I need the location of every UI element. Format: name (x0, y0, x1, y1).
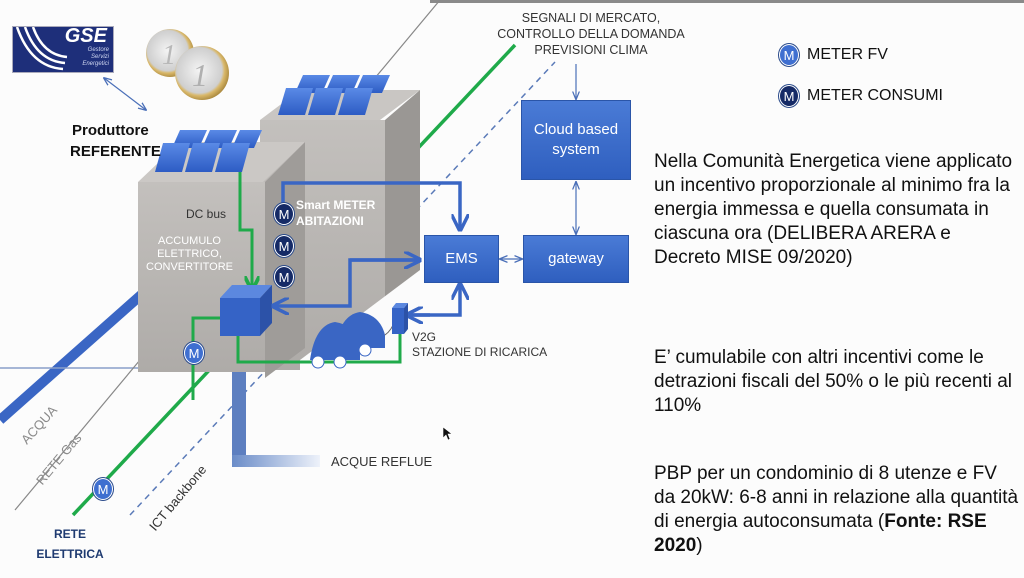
dc-bus-label: DC bus (186, 207, 227, 221)
segnali-mercato-label: SEGNALI DI MERCATO, CONTROLLO DELLA DOMA… (497, 11, 685, 57)
accumulo-label: ACCUMULO ELETTRICO, CONVERTITORE (146, 235, 233, 273)
legend-meter-consumi-label: METER CONSUMI (807, 87, 943, 104)
euro-coins-image: 1 1 (146, 29, 229, 100)
fonte-bold: Fonte: RSE 2020 (654, 511, 987, 556)
gse-produttore-arrow (104, 78, 146, 110)
mouse-cursor-icon (443, 427, 453, 441)
legend-meter-fv: M METER FV (779, 44, 888, 66)
svg-text:1: 1 (162, 40, 176, 71)
acque-reflue-label: ACQUE REFLUE (331, 454, 433, 469)
produttore-referente-label: Produttore REFERENTE (70, 122, 161, 160)
gse-logo-text: GSE (64, 26, 107, 47)
paragraph-pbp: PBP per un condominio di 8 utenze e FV d… (654, 463, 1019, 556)
meter-consumi-3: M (274, 266, 294, 288)
svg-text:1: 1 (192, 57, 208, 93)
legend-meter-fv-label: METER FV (807, 46, 888, 63)
solar-panels-front (155, 130, 262, 172)
v2g-label: V2G STAZIONE DI RICARICA (412, 330, 548, 359)
meter-consumi-2: M (274, 235, 294, 257)
gateway-box: gateway (523, 235, 629, 283)
rete-elettrica-label: RETE ELETTRICA (36, 527, 104, 561)
smart-meter-label: Smart METER ABITAZIONI (296, 198, 376, 228)
meter-fv-building: M (184, 342, 204, 364)
meters-to-ems-line (281, 181, 460, 228)
inverter-cube (220, 285, 272, 336)
acque-reflue-pipe (232, 372, 320, 467)
ems-box: EMS (424, 235, 499, 283)
gse-logo-subtitle: Gestore Servizi Energetici (82, 47, 109, 67)
paragraph-incentivo: Nella Comunità Energetica viene applicat… (654, 151, 1013, 268)
dc-bus-line (238, 172, 252, 288)
v2g-charging-station (392, 303, 408, 334)
solar-panels-back (278, 75, 390, 115)
inverter-green-loop (191, 316, 220, 400)
electric-cars (310, 312, 396, 369)
top-border-gap (0, 0, 430, 3)
gse-logo: GSE Gestore Servizi Energetici (12, 26, 114, 73)
meter-fv-legend-icon: M (779, 44, 799, 66)
cloud-based-system-box: Cloud based system (521, 100, 631, 180)
acqua-pipe (0, 276, 162, 424)
meter-fv-grid: M (93, 478, 113, 500)
legend-meter-consumi: M METER CONSUMI (779, 85, 943, 107)
meter-consumi-legend-icon: M (779, 85, 799, 107)
gse-logo-mark (15, 27, 68, 71)
top-border (0, 0, 1024, 3)
meter-consumi-1: M (274, 203, 294, 225)
paragraph-cumulabile: E’ cumulabile con altri incentivi come l… (654, 347, 1013, 416)
